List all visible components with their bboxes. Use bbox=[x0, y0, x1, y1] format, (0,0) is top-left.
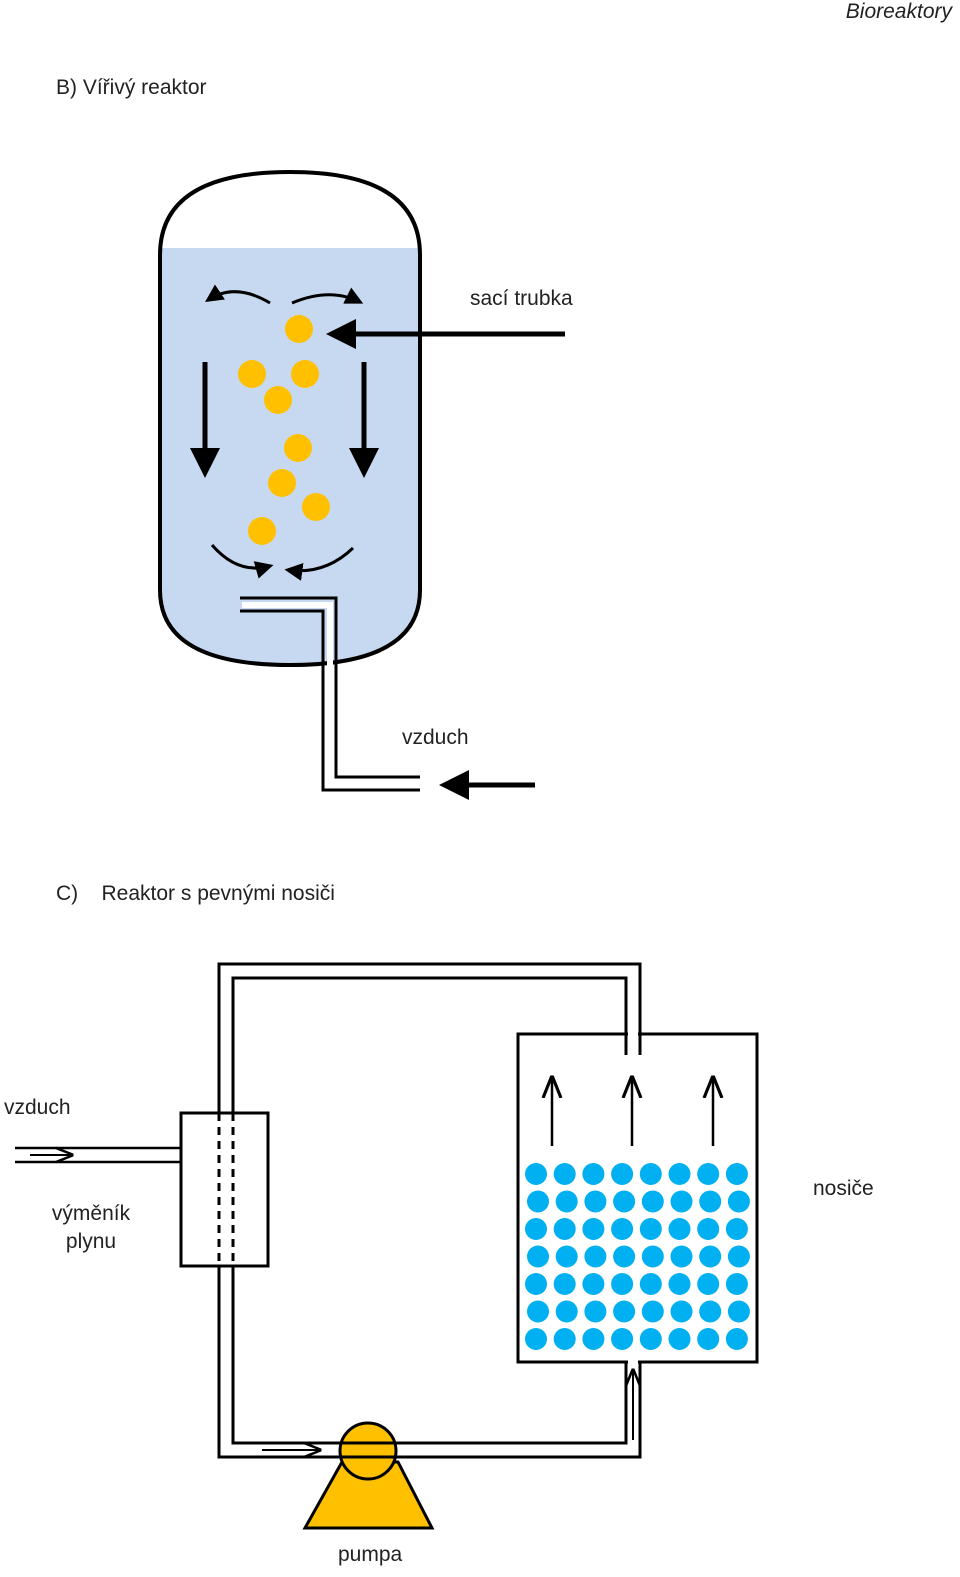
circulation-arrow-top-left bbox=[205, 284, 271, 305]
carrier-particle bbox=[641, 1245, 664, 1268]
carrier-particle bbox=[699, 1245, 722, 1268]
carrier-particle bbox=[527, 1300, 549, 1323]
carrier-particle bbox=[553, 1328, 576, 1350]
air-pipe-bore bbox=[327, 781, 419, 787]
gas-exchanger-label: výměník plynu bbox=[51, 1202, 131, 1253]
bubble bbox=[238, 360, 266, 388]
circulation-arrow-top-right bbox=[291, 287, 364, 305]
carrier-particle bbox=[584, 1190, 607, 1213]
carrier-particle bbox=[725, 1328, 748, 1350]
circulation-arrow-bottom-right bbox=[284, 546, 355, 581]
carrier-particle bbox=[555, 1190, 578, 1213]
carrier-particle bbox=[670, 1190, 693, 1213]
carrier-particle bbox=[670, 1245, 693, 1268]
carrier-particle bbox=[582, 1328, 605, 1350]
carrier-particle bbox=[641, 1300, 664, 1323]
carrier-particle bbox=[668, 1328, 691, 1350]
carrier-particle bbox=[697, 1328, 720, 1350]
carrier-particle bbox=[727, 1245, 750, 1268]
whirl-reactor bbox=[158, 169, 565, 800]
carrier-particle bbox=[553, 1273, 576, 1295]
carrier-particle bbox=[613, 1300, 636, 1323]
carrier-particle bbox=[639, 1163, 662, 1185]
bubble bbox=[284, 434, 312, 462]
air-pipe-bore bbox=[242, 602, 332, 608]
carrier-particle bbox=[641, 1190, 664, 1213]
carrier-particle bbox=[725, 1218, 748, 1240]
carrier-vessel bbox=[516, 1032, 759, 1364]
bubble bbox=[302, 493, 330, 521]
carrier-particle bbox=[555, 1300, 578, 1323]
bubble bbox=[268, 469, 296, 497]
suction-tube-label: sací trubka bbox=[470, 287, 573, 310]
air-pipe-inner bbox=[240, 609, 420, 792]
carrier-particle bbox=[699, 1190, 722, 1213]
carrier-particle bbox=[699, 1300, 722, 1323]
carrier-particle bbox=[525, 1218, 547, 1240]
fixed-carrier-reactor bbox=[15, 962, 759, 1530]
carrier-particle bbox=[613, 1190, 636, 1213]
carrier-particle bbox=[725, 1163, 748, 1185]
carrier-particle bbox=[555, 1245, 578, 1268]
carrier-particle bbox=[697, 1273, 720, 1295]
pump-label: pumpa bbox=[338, 1543, 403, 1566]
carrier-particle bbox=[527, 1245, 549, 1268]
carrier-particle bbox=[525, 1163, 547, 1185]
vessel-outlet-opening bbox=[628, 1030, 638, 1056]
carriers-label: nosiče bbox=[813, 1177, 874, 1200]
carrier-particle bbox=[668, 1218, 691, 1240]
carrier-particle bbox=[553, 1218, 576, 1240]
carrier-particle bbox=[639, 1328, 662, 1350]
carrier-particle bbox=[639, 1273, 662, 1295]
carrier-particle bbox=[697, 1163, 720, 1185]
carrier-particle bbox=[670, 1300, 693, 1323]
bubble bbox=[264, 386, 292, 414]
carrier-particle bbox=[584, 1300, 607, 1323]
carrier-particle bbox=[727, 1190, 750, 1213]
carrier-particle bbox=[639, 1218, 662, 1240]
bubble bbox=[248, 517, 276, 545]
carrier-particle bbox=[553, 1163, 576, 1185]
section-b-title: B) Vířivý reaktor bbox=[56, 76, 207, 99]
bubble bbox=[291, 360, 319, 388]
carrier-particle bbox=[725, 1273, 748, 1295]
carrier-particle bbox=[727, 1300, 750, 1323]
carrier-particle bbox=[582, 1218, 605, 1240]
carrier-particle bbox=[582, 1273, 605, 1295]
air-inlet-label-b: vzduch bbox=[402, 726, 469, 749]
document-header: Bioreaktory bbox=[845, 0, 952, 23]
carrier-particle bbox=[697, 1218, 720, 1240]
carrier-particle bbox=[525, 1328, 547, 1350]
carrier-particle bbox=[668, 1163, 691, 1185]
gas-exchanger bbox=[179, 1111, 270, 1268]
air-pipe-outer bbox=[240, 596, 420, 779]
carrier-particle bbox=[611, 1218, 634, 1240]
vessel-outline bbox=[158, 169, 422, 668]
carrier-particle bbox=[668, 1273, 691, 1295]
air-pipe-bore bbox=[327, 602, 333, 786]
pump-head bbox=[338, 1421, 398, 1481]
carrier-particle bbox=[527, 1190, 549, 1213]
carrier-particle bbox=[582, 1163, 605, 1185]
circulation-arrow-bottom-left bbox=[210, 544, 274, 579]
carrier-particle bbox=[611, 1273, 634, 1295]
carrier-particle bbox=[525, 1273, 547, 1295]
carrier-grid bbox=[525, 1163, 750, 1350]
vessel-inlet-opening bbox=[628, 1358, 638, 1366]
carrier-particle bbox=[584, 1245, 607, 1268]
carrier-particle bbox=[611, 1163, 634, 1185]
carrier-particle bbox=[611, 1328, 634, 1350]
section-c-title: C) Reaktor s pevnými nosiči bbox=[56, 882, 335, 905]
carrier-particle bbox=[613, 1245, 636, 1268]
air-inlet-label-c: vzduch bbox=[4, 1096, 71, 1119]
bubble bbox=[285, 315, 313, 343]
